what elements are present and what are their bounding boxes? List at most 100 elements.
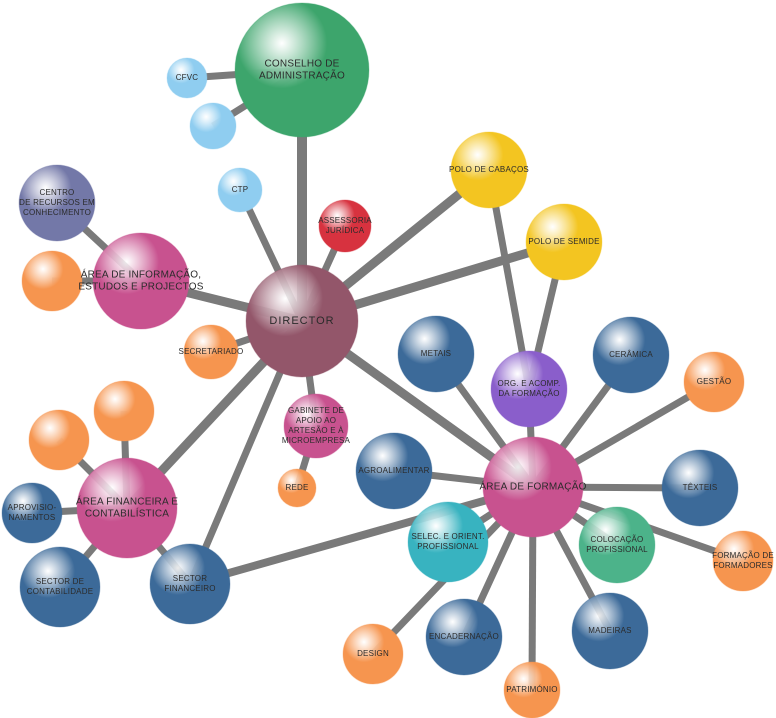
node-label: PROFISSIONAL [586, 545, 648, 554]
node-bubble [76, 457, 178, 559]
node-label: POLO DE CABAÇOS [449, 165, 529, 174]
node-area-info[interactable]: ÁREA DE INFORMAÇÃO,ESTUDOS E PROJECTOS [78, 232, 204, 330]
node-label: COLOCAÇÃO [591, 535, 644, 544]
node-bubble [683, 351, 745, 413]
node-label: DESIGN [357, 649, 389, 658]
node-patrimonio[interactable]: PATRIMÓNIO [503, 661, 561, 718]
node-unlabeled-orange-a[interactable] [28, 409, 90, 471]
node-label: CTP [232, 185, 249, 194]
node-bubble [245, 264, 359, 378]
node-bubble [18, 164, 96, 242]
node-bubble [93, 380, 155, 442]
node-unlabeled-orange-left[interactable] [21, 250, 83, 312]
node-bubble [407, 501, 489, 583]
node-unlabeled-orange-b[interactable] [93, 380, 155, 442]
connector-area-formacao-to-sector-financeiro [188, 483, 535, 588]
node-bubble [277, 468, 317, 508]
node-label: CFVC [176, 73, 199, 82]
node-label: ASSESSORIA [318, 216, 372, 225]
node-bubble [318, 199, 372, 253]
node-bubble [92, 232, 190, 330]
node-secretariado[interactable]: SECRETARIADO [179, 324, 244, 380]
node-label: SECTOR [173, 574, 207, 583]
node-label: GESTÃO [697, 377, 732, 386]
node-rede[interactable]: REDE [277, 468, 317, 508]
node-bubble [490, 350, 568, 428]
node-bubble [525, 203, 603, 281]
node-label: ESTUDOS E PROJECTOS [78, 282, 203, 293]
node-bubble [28, 409, 90, 471]
node-cfvc[interactable]: CFVC [166, 57, 208, 99]
node-unlabeled-blue-small[interactable] [189, 102, 237, 150]
node-ctp[interactable]: CTP [217, 167, 263, 213]
node-org-acomp[interactable]: ORG. E ACOMP.DA FORMAÇÃO [490, 350, 568, 428]
node-bubble [503, 661, 561, 718]
node-label: APOIO AO [296, 416, 336, 425]
node-label: PATRIMÓNIO [506, 685, 557, 694]
node-bubble [183, 324, 239, 380]
node-label: FINANCEIRO [164, 584, 215, 593]
node-polo-cabacos[interactable]: POLO DE CABAÇOS [449, 131, 529, 209]
node-label: CONTABILIDADE [27, 587, 93, 596]
node-bubble [21, 250, 83, 312]
node-selec-orient[interactable]: SELEC. E ORIENT.PROFISSIONAL [407, 501, 489, 583]
node-label: CONSELHO DE [265, 59, 340, 70]
node-bubble [450, 131, 528, 209]
node-encadernacao[interactable]: ENCADERNAÇÃO [425, 598, 503, 676]
node-label: SECTOR DE [36, 577, 84, 586]
node-label: MICROEMPRESA [282, 436, 351, 445]
node-aprovisionamentos[interactable]: APROVISIO-NAMENTOS [1, 482, 63, 544]
node-design[interactable]: DESIGN [342, 623, 404, 685]
node-polo-semide[interactable]: POLO DE SEMIDE [525, 203, 603, 281]
node-bubble [592, 316, 670, 394]
node-bubble [149, 543, 231, 625]
node-label: CONHECIMENTO [23, 208, 91, 217]
node-label: METAIS [421, 349, 451, 358]
node-ceramica[interactable]: CERÂMICA [592, 316, 670, 394]
node-bubble [217, 167, 263, 213]
node-label: CERÂMICA [609, 350, 653, 359]
node-label: DE RECURSOS EM [19, 198, 95, 207]
node-label: CONTABILÍSTICA [85, 507, 169, 520]
node-bubble [342, 623, 404, 685]
node-madeiras[interactable]: MADEIRAS [571, 592, 649, 670]
node-bubble [425, 598, 503, 676]
node-bubble [355, 432, 433, 510]
node-director[interactable]: DIRECTOR [245, 264, 359, 378]
node-label: ÁREA DE INFORMAÇÃO, [81, 268, 202, 281]
node-label: DA FORMAÇÃO [498, 389, 559, 398]
node-bubble [482, 436, 584, 538]
node-bubble [166, 57, 208, 99]
node-bubble [283, 393, 349, 459]
node-bubble [712, 530, 774, 592]
node-label: SELEC. E ORIENT. [412, 532, 485, 541]
node-agroalimentar[interactable]: AGROALIMENTAR [355, 432, 433, 510]
node-label: POLO DE SEMIDE [528, 237, 599, 246]
node-label: ENCADERNAÇÃO [429, 632, 499, 641]
node-label: AGROALIMENTAR [358, 466, 429, 475]
node-bubble [19, 546, 101, 628]
node-label: TÊXTEIS [683, 483, 718, 492]
node-label: REDE [285, 483, 308, 492]
node-label: CENTRO [40, 188, 75, 197]
node-label: ARTESÃO E À [288, 426, 344, 435]
node-label: SECRETARIADO [179, 347, 244, 356]
node-area-formacao[interactable]: ÁREA DE FORMAÇÃO [479, 436, 586, 538]
node-metais[interactable]: METAIS [397, 315, 475, 393]
node-gestao[interactable]: GESTÃO [683, 351, 745, 413]
node-texteis[interactable]: TÊXTEIS [661, 449, 739, 527]
node-bubble [234, 2, 370, 138]
node-label: APROVISIO- [8, 503, 57, 512]
node-label: NAMENTOS [9, 513, 56, 522]
